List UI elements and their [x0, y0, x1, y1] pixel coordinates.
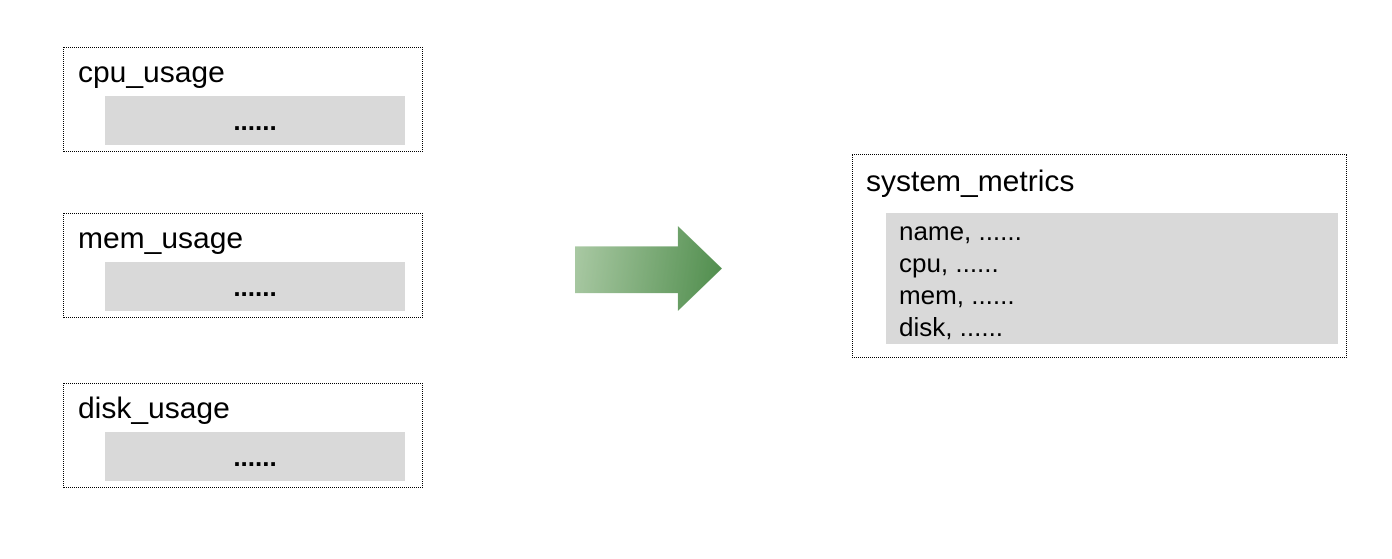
- field-row: mem, ......: [899, 280, 1015, 310]
- table-rows-placeholder: ......: [105, 432, 405, 481]
- table-box-cpu-usage: cpu_usage ......: [63, 47, 423, 152]
- table-title: cpu_usage: [78, 56, 225, 89]
- ellipsis-text: ......: [233, 105, 277, 136]
- field-row: cpu, ......: [899, 248, 999, 278]
- table-rows-placeholder: ......: [105, 262, 405, 311]
- table-box-system-metrics: system_metrics name, ...... cpu, ...... …: [852, 154, 1347, 358]
- table-title: system_metrics: [866, 165, 1075, 198]
- table-rows-placeholder: ......: [105, 96, 405, 145]
- field-row: disk, ......: [899, 312, 1004, 342]
- table-fields-area: name, ...... cpu, ...... mem, ...... dis…: [886, 213, 1338, 344]
- table-title: disk_usage: [78, 392, 230, 425]
- ellipsis-text: ......: [233, 441, 277, 472]
- table-box-disk-usage: disk_usage ......: [63, 383, 423, 488]
- right-arrow-icon: [575, 226, 722, 311]
- table-title: mem_usage: [78, 222, 244, 255]
- ellipsis-text: ......: [233, 271, 277, 302]
- field-row: name, ......: [899, 216, 1022, 246]
- table-box-mem-usage: mem_usage ......: [63, 213, 423, 318]
